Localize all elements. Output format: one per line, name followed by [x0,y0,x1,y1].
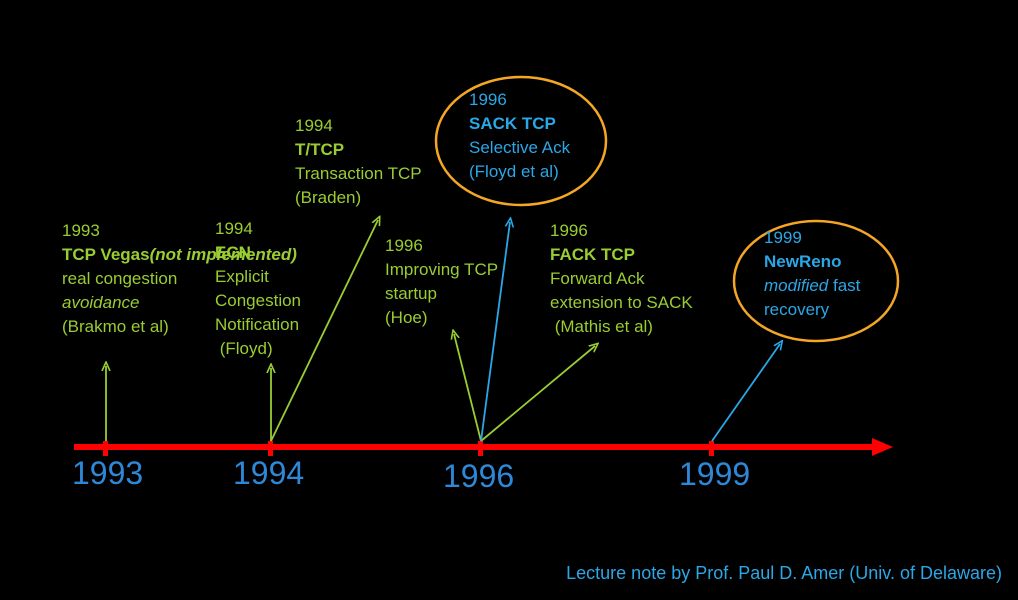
event-author: (Brakmo et al) [62,317,169,336]
event-title: TCP Vegas(not implemented) [62,243,297,267]
event-title: NewReno [764,252,842,271]
axis-label-1999: 1999 [679,456,751,492]
event-year: 1999 [764,228,802,247]
timeline-arrowhead [872,438,893,456]
arrow-fack [480,346,595,442]
event-name: TCP Vegas [62,245,150,264]
tick-1994 [268,441,273,456]
event-author: (Mathis et al) [550,317,653,336]
tick-1993 [103,441,108,456]
event-title: FACK TCP [550,245,635,264]
arrow-startup [454,334,482,442]
event-author: (Hoe) [385,308,428,327]
event-year: 1996 [469,90,507,109]
axis-label-1993: 1993 [72,455,144,491]
sack-highlight-ellipse [434,75,608,207]
event-desc: real congestion [62,269,178,288]
event-year: 1994 [215,219,253,238]
event-year: 1996 [385,236,423,255]
event-title: T/TCP [295,140,345,159]
arrow-newreno [711,344,780,442]
event-desc: recovery [764,300,830,319]
axis-label-1996: 1996 [443,458,515,494]
event-desc: Transaction TCP [295,164,422,183]
tick-1999 [709,441,714,456]
event-fack-tcp: 1996 FACK TCP Forward Ack extension to S… [550,219,693,339]
axis-label-1994: 1994 [233,455,305,491]
event-title: ECN [215,243,251,262]
arrow-sack [480,222,510,442]
event-desc: avoidance [62,293,140,312]
event-author: (Floyd) [215,339,273,358]
event-desc: Forward Ack [550,269,645,288]
event-desc: modified fast [764,276,861,295]
event-ecn: 1994 ECN Explicit Congestion Notificatio… [215,217,301,361]
event-year: 1993 [62,221,100,240]
event-desc: Explicit [215,267,269,286]
event-desc: Selective Ack [469,138,571,157]
event-desc: Congestion [215,291,302,310]
newreno-highlight-ellipse [732,219,900,343]
tick-1996 [478,441,483,456]
event-desc: extension to SACK [550,293,693,312]
event-name-suffix: (not implemented) [149,245,297,264]
event-newreno: 1999 NewReno modified fast recovery [764,226,860,322]
event-improving-startup: 1996 Improving TCP startup (Hoe) [385,234,498,330]
event-author: (Floyd et al) [469,162,559,181]
event-desc: startup [385,284,437,303]
source-credit: Lecture note by Prof. Paul D. Amer (Univ… [566,563,1002,583]
event-author: (Braden) [295,188,362,207]
arrow-ttcp [270,220,378,442]
event-desc: Improving TCP [385,260,499,279]
event-year: 1994 [295,116,333,135]
event-title: SACK TCP [469,114,556,133]
event-sack-tcp: 1996 SACK TCP Selective Ack (Floyd et al… [469,88,570,184]
event-desc: Notification [215,315,300,334]
event-tcp-vegas: 1993 TCP Vegas(not implemented) real con… [62,219,297,339]
event-ttcp: 1994 T/TCP Transaction TCP (Braden) [295,114,422,210]
event-year: 1996 [550,221,588,240]
